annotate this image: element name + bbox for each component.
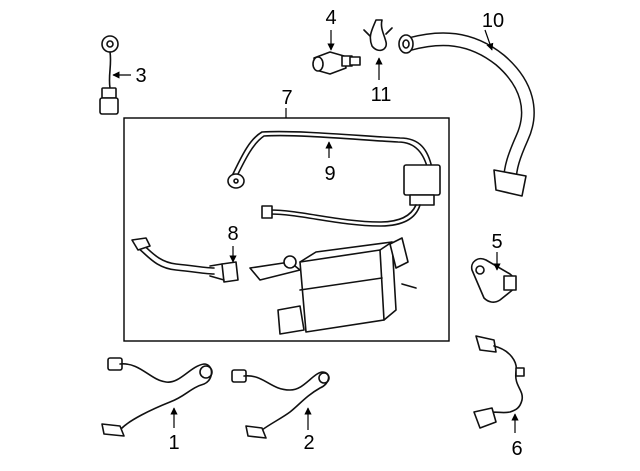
leader-10 (484, 29, 494, 51)
speed-sensor-part (473, 335, 525, 429)
callout-1: 1 (168, 432, 179, 454)
canister-group-frame (123, 117, 450, 342)
callout-8: 8 (227, 223, 238, 245)
callout-2: 2 (303, 432, 314, 454)
purge-tube-part (131, 237, 239, 283)
callout-5: 5 (491, 231, 502, 253)
callout-4: 4 (325, 7, 336, 29)
oxygen-sensor-2-part (231, 369, 330, 439)
air-hose-part (398, 32, 535, 197)
position-sensor-part (470, 257, 517, 303)
oxygen-sensor-1-part (101, 357, 213, 437)
callout-9: 9 (324, 163, 335, 185)
vacuum-switch-part (312, 51, 361, 75)
callout-11: 11 (371, 84, 392, 106)
callout-7: 7 (281, 87, 292, 109)
callout-3: 3 (135, 65, 146, 87)
callout-10: 10 (482, 10, 504, 32)
knock-sensor-part (99, 35, 119, 115)
vapor-line-part (227, 130, 441, 227)
hose-clamp-part (363, 19, 393, 52)
charcoal-canister-part (249, 237, 417, 335)
callout-6: 6 (511, 438, 522, 460)
